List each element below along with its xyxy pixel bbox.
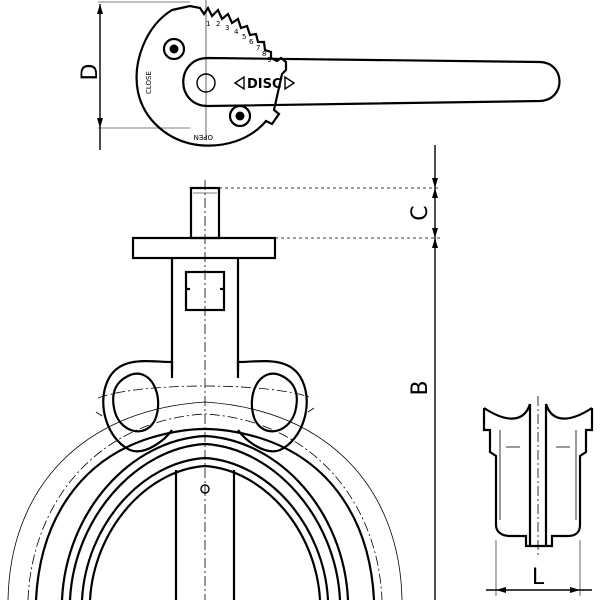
scale-number: 6 (249, 38, 254, 46)
close-label: CLOSE (145, 71, 153, 94)
notch-plate (135, 4, 288, 147)
scale-number: 8 (262, 50, 266, 58)
dimension-l-label: L (532, 565, 545, 590)
scale-number: 4 (234, 28, 239, 36)
lug-right (237, 360, 308, 453)
body-outer (34, 427, 376, 600)
bolt-hole-lower-inner (235, 111, 245, 121)
dimension-c-label: C (408, 205, 433, 220)
open-label: OPEN (194, 133, 213, 141)
valve-front-view (7, 180, 403, 600)
side-body (482, 408, 594, 548)
scale-number: 9 (267, 56, 271, 64)
dimension-l: L (486, 540, 592, 596)
dimension-d-label: D (78, 64, 103, 81)
valve-side-view (482, 396, 594, 556)
disc-label: DISC (247, 77, 282, 92)
scale-number: 3 (225, 24, 229, 32)
scale-number: 1 (206, 20, 210, 28)
top-flange (131, 236, 277, 260)
disc-hub (174, 470, 236, 600)
lever-arm (182, 56, 561, 108)
disc-arrow-right-icon (284, 75, 296, 91)
bolt-hole-lower (228, 104, 252, 128)
handle-top-view: 1 2 3 4 5 6 7 8 9 CLOSE OPEN DISC (135, 0, 561, 147)
scale-number: 2 (216, 20, 220, 28)
scale-number: 7 (256, 44, 260, 52)
dimension-b-label: B (408, 380, 433, 395)
seat-ring-outer-2 (68, 442, 342, 600)
dimension-d: D (78, 1, 190, 150)
seat-ring-inner-2 (88, 464, 322, 600)
valve-neck (170, 258, 240, 378)
disc-arrow-left-icon (233, 75, 245, 91)
lug-right-slot (250, 372, 298, 433)
dimension-b: B (408, 380, 433, 395)
dimension-c: C (219, 145, 440, 600)
scale-number: 5 (242, 33, 246, 41)
lug-left-slot (112, 372, 160, 433)
bolt-hole-upper (162, 37, 186, 61)
lug-left (102, 360, 173, 453)
bolt-hole-upper-inner (169, 44, 179, 54)
